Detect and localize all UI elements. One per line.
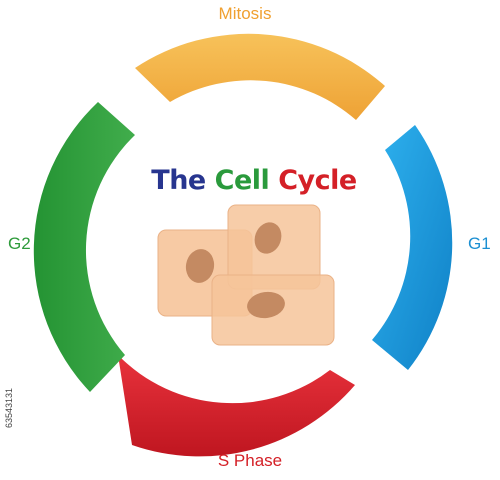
s-phase-arc: [118, 355, 355, 457]
g2-label: G2: [8, 234, 31, 253]
g2-arc: [33, 102, 135, 392]
cell-left-nucleus: [185, 249, 215, 283]
title-word-the: The: [151, 165, 206, 196]
mitosis-arc: [135, 33, 385, 120]
g1-label: G1: [468, 234, 491, 253]
title-word-cell: Cell: [214, 165, 270, 196]
title-word-cycle: Cycle: [278, 165, 357, 196]
mitosis-label: Mitosis: [218, 4, 272, 23]
cell-top-right-nucleus: [254, 222, 282, 254]
stock-id: 63543131: [4, 387, 14, 428]
s-phase-label: S Phase: [217, 451, 283, 470]
cell-bottom-nucleus: [247, 291, 285, 319]
g1-arc: [372, 125, 453, 370]
cells-cluster: [157, 204, 335, 346]
diagram-title: The Cell Cycle: [0, 165, 500, 196]
